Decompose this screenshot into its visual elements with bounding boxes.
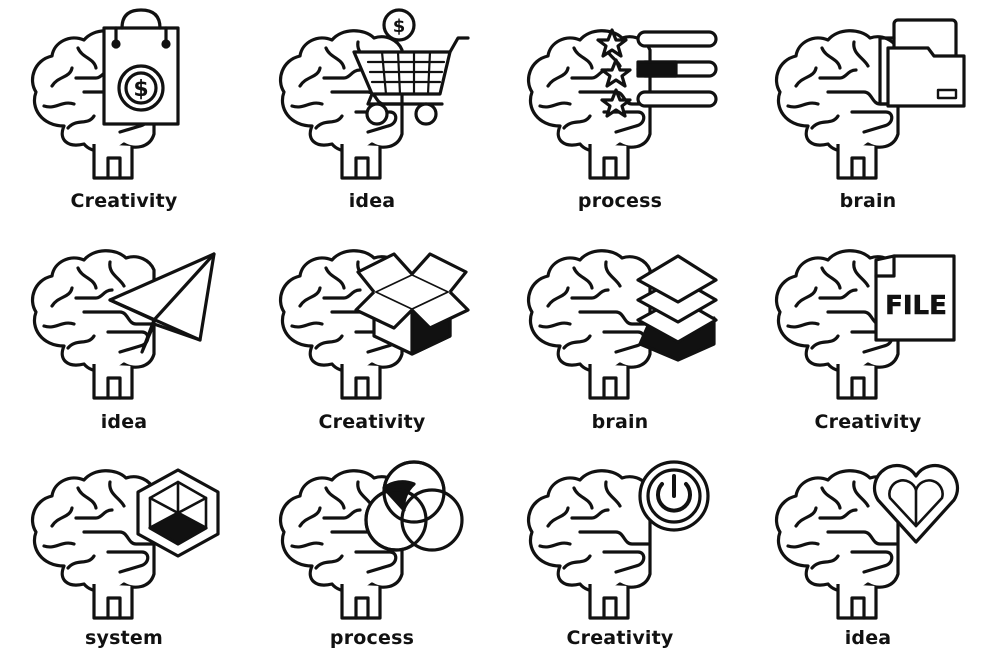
brain-shopping-bag-icon: $: [30, 8, 180, 180]
brain-outline-part: [106, 156, 122, 180]
brain-outline-part: [340, 364, 382, 400]
icon-label: system: [85, 627, 163, 649]
brain-outline-part: [836, 364, 878, 400]
brain-open-box-icon: [278, 249, 470, 400]
brain-outline-part: [322, 288, 362, 300]
brain-outline-part: [602, 376, 618, 400]
brain-outline-part: [826, 530, 898, 574]
brain-star-rating-icon: [526, 28, 718, 180]
brain-paper-plane-icon: [30, 249, 216, 400]
coin-dollar-sign: $: [133, 77, 148, 102]
icon-label: Creativity: [566, 627, 674, 649]
brain-outline-part: [82, 530, 154, 574]
icon-label: Creativity: [70, 190, 178, 212]
brain-outline-part: [106, 596, 122, 620]
icon-label: idea: [100, 411, 148, 433]
brain-outline-part: [42, 260, 126, 350]
icon-cell: FILE Creativity: [744, 220, 992, 440]
brain-outline-part: [538, 40, 622, 130]
brain-outline-part: [786, 480, 870, 570]
brain-outline-part: [818, 508, 858, 520]
brain-outline-part: [570, 508, 610, 520]
brain-outline-part: [786, 40, 870, 130]
brain-outline-part: [570, 288, 610, 300]
icon-label: Creativity: [814, 411, 922, 433]
coin-dollar-sign: $: [393, 16, 406, 37]
brain-outline-part: [322, 68, 362, 80]
brain-outline-icon: [774, 469, 900, 620]
icon-cell: brain: [496, 220, 744, 440]
brain-outline-part: [836, 584, 878, 620]
brain-file-icon: FILE: [774, 249, 956, 400]
icon-label: idea: [844, 627, 892, 649]
brain-outline-part: [106, 376, 122, 400]
brain-outline-part: [354, 596, 370, 620]
brain-outline-part: [850, 376, 866, 400]
icon-cell: idea: [0, 220, 248, 440]
brain-outline-part: [850, 156, 866, 180]
brain-outline-part: [602, 596, 618, 620]
brain-heart-icon: [774, 463, 960, 620]
icon-cell: Creativity: [248, 220, 496, 440]
brain-outline-part: [588, 364, 630, 400]
brain-outline-part: [538, 260, 622, 350]
brain-outline-part: [322, 508, 362, 520]
brain-outline-part: [290, 260, 374, 350]
icon-cell: Creativity: [496, 440, 744, 662]
brain-layers-icon: [526, 249, 718, 400]
brain-outline-part: [836, 144, 878, 180]
brain-outline-part: [354, 376, 370, 400]
brain-outline-icon: [774, 29, 900, 180]
brain-outline-icon: [30, 249, 156, 400]
icon-label: brain: [591, 411, 649, 433]
icon-cell: process: [248, 440, 496, 662]
brain-outline-part: [290, 480, 374, 570]
brain-outline-part: [538, 480, 622, 570]
brain-outline-part: [786, 260, 870, 350]
brain-outline-part: [588, 584, 630, 620]
brain-outline-part: [818, 288, 858, 300]
brain-outline-icon: [526, 249, 652, 400]
brain-outline-icon: [526, 469, 652, 620]
icon-label: Creativity: [318, 411, 426, 433]
brain-outline-icon: [774, 249, 900, 400]
brain-outline-part: [42, 480, 126, 570]
brain-outline-part: [340, 144, 382, 180]
brain-shopping-cart-icon: $: [278, 8, 470, 180]
icon-label: brain: [839, 190, 897, 212]
brain-outline-part: [850, 596, 866, 620]
brain-outline-part: [92, 144, 134, 180]
icon-cell: brain: [744, 0, 992, 220]
brain-outline-part: [818, 68, 858, 80]
brain-outline-part: [354, 156, 370, 180]
brain-hexagon-cube-icon: [30, 468, 220, 620]
file-icon-text: FILE: [885, 291, 947, 321]
icon-label: idea: [348, 190, 396, 212]
brain-outline-part: [92, 584, 134, 620]
brain-outline-icon: [526, 29, 652, 180]
brain-outline-icon: [30, 469, 156, 620]
brain-outline-part: [74, 288, 114, 300]
icon-cell: idea: [744, 440, 992, 662]
brain-outline-part: [340, 584, 382, 620]
brain-outline-part: [42, 40, 126, 130]
brain-outline-part: [588, 144, 630, 180]
icon-cell: $ idea: [248, 0, 496, 220]
brain-outline-part: [578, 530, 650, 574]
icon-label: process: [329, 627, 415, 649]
brain-power-button-icon: [526, 460, 710, 620]
icon-cell: $ Creativity: [0, 0, 248, 220]
brain-outline-part: [602, 156, 618, 180]
brain-outline-part: [74, 508, 114, 520]
icon-cell: system: [0, 440, 248, 662]
brain-venn-diagram-icon: [278, 460, 464, 620]
icon-label: process: [577, 190, 663, 212]
icon-cell: process: [496, 0, 744, 220]
brain-folder-icon: [774, 18, 966, 180]
brain-outline-part: [92, 364, 134, 400]
brain-outline-part: [290, 40, 374, 130]
